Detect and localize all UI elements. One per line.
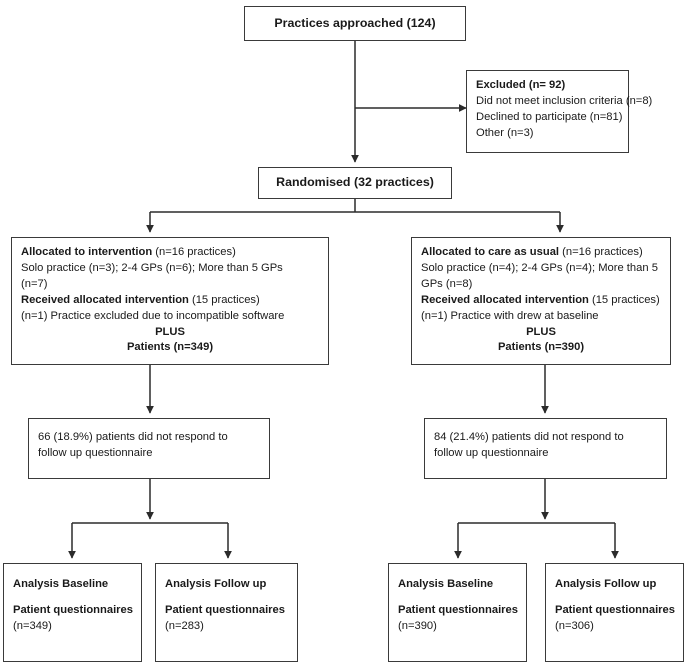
box-analysis-followup-intervention: Analysis Follow up Patient questionnaire… xyxy=(155,563,298,662)
analysis-3-spacer xyxy=(398,593,517,603)
alloc-right-heading: Allocated to care as usual xyxy=(421,246,560,258)
analysis-4-n: (n=306) xyxy=(555,619,594,632)
alloc-left-size-line-cont: (n=7) xyxy=(21,277,48,290)
alloc-right-patients: Patients (n=390) xyxy=(497,341,585,354)
alloc-left-received-heading: Received allocated intervention xyxy=(21,293,189,306)
analysis-3-title: Analysis Baseline xyxy=(398,578,494,590)
analysis-4-measure: Patient questionnaires xyxy=(555,603,675,616)
analysis-1-n: (n=349) xyxy=(13,619,52,632)
alloc-left-patients-count: n=349) xyxy=(177,341,214,354)
followup-left-line-1: 66 (18.9%) patients did not respond to xyxy=(38,431,228,443)
alloc-left-heading-detail: (n=16 practices) xyxy=(152,246,236,258)
practices-approached-label: Practices approached (124) xyxy=(274,15,436,30)
box-allocated-care-as-usual: Allocated to care as usual (n=16 practic… xyxy=(411,237,671,365)
alloc-right-received-heading: Received allocated intervention xyxy=(421,293,589,306)
alloc-left-plus: PLUS xyxy=(155,325,185,338)
alloc-right-size-line: Solo practice (n=4); 2-4 GPs (n=4); More… xyxy=(421,261,658,274)
followup-left-line-2: follow up questionnaire xyxy=(38,446,153,459)
box-practices-approached: Practices approached (124) xyxy=(244,6,466,41)
alloc-left-patients-label: Patients ( xyxy=(126,341,178,354)
alloc-right-heading-detail: (n=16 practices) xyxy=(559,246,643,258)
box-followup-nonresponse-left: 66 (18.9%) patients did not respond to f… xyxy=(28,418,270,479)
box-allocated-intervention: Allocated to intervention (n=16 practice… xyxy=(11,237,329,365)
analysis-2-title: Analysis Follow up xyxy=(165,578,267,590)
alloc-right-heading-line: Allocated to care as usual (n=16 practic… xyxy=(421,245,661,261)
analysis-2-measure: Patient questionnaires xyxy=(165,603,285,616)
alloc-left-patients: Patients (n=349) xyxy=(21,340,319,356)
alloc-right-plus: PLUS xyxy=(526,325,556,338)
alloc-left-received-line: Received allocated intervention (15 prac… xyxy=(21,293,319,309)
analysis-3-measure: Patient questionnaires xyxy=(398,603,518,616)
box-analysis-baseline-intervention: Analysis Baseline Patient questionnaires… xyxy=(3,563,142,662)
analysis-4-title: Analysis Follow up xyxy=(555,578,657,590)
alloc-left-received-detail: (15 practices) xyxy=(188,293,260,306)
box-analysis-followup-control: Analysis Follow up Patient questionnaire… xyxy=(545,563,684,662)
analysis-2-spacer xyxy=(165,593,288,603)
box-excluded: Excluded (n= 92) Did not meet inclusion … xyxy=(466,70,653,153)
excluded-heading: Excluded (n= 92) xyxy=(476,79,566,91)
alloc-left-size-line: Solo practice (n=3); 2-4 GPs (n=6); More… xyxy=(21,261,283,274)
alloc-left-heading: Allocated to intervention xyxy=(21,246,153,258)
box-followup-nonresponse-right: 84 (21.4%) patients did not respond to f… xyxy=(424,418,667,479)
analysis-4-spacer xyxy=(555,593,674,603)
randomised-label: Randomised (32 practices) xyxy=(276,175,434,190)
analysis-1-spacer xyxy=(13,593,132,603)
excluded-reason-1: Did not meet inclusion criteria (n=8) xyxy=(476,94,653,107)
analysis-1-title: Analysis Baseline xyxy=(13,578,109,590)
alloc-right-received-detail: (15 practices) xyxy=(588,293,660,306)
box-randomised: Randomised (32 practices) xyxy=(258,167,452,199)
analysis-3-n: (n=390) xyxy=(398,619,437,632)
excluded-reason-2: Declined to participate (n=81) xyxy=(476,110,623,123)
box-analysis-baseline-control: Analysis Baseline Patient questionnaires… xyxy=(388,563,527,662)
followup-right-line-1: 84 (21.4%) patients did not respond to xyxy=(434,431,624,443)
alloc-right-size-line-cont: GPs (n=8) xyxy=(421,277,473,290)
alloc-left-excluded-note: (n=1) Practice excluded due to incompati… xyxy=(21,309,285,322)
followup-right-line-2: follow up questionnaire xyxy=(434,446,549,459)
analysis-1-measure: Patient questionnaires xyxy=(13,603,133,616)
excluded-reason-3: Other (n=3) xyxy=(476,126,534,139)
analysis-2-n: (n=283) xyxy=(165,619,204,632)
alloc-right-excluded-note: (n=1) Practice with drew at baseline xyxy=(421,309,599,322)
alloc-right-received-line: Received allocated intervention (15 prac… xyxy=(421,293,661,309)
alloc-left-heading-line: Allocated to intervention (n=16 practice… xyxy=(21,245,319,261)
